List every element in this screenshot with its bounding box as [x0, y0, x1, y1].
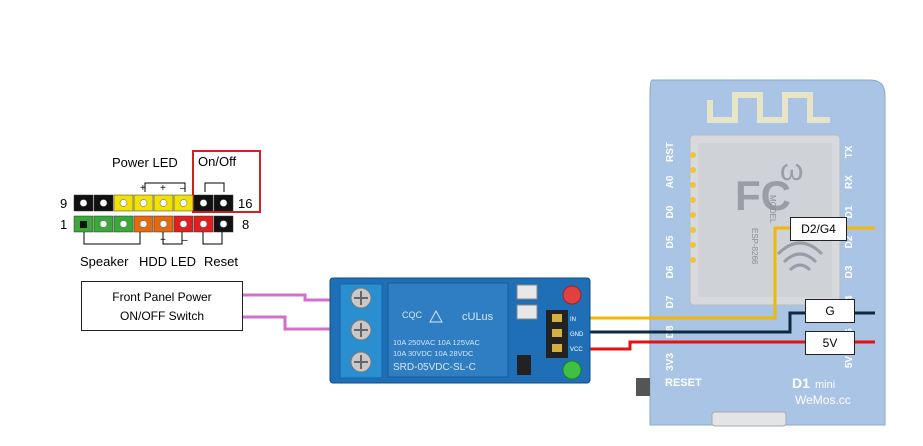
- relay-pin-vcc: VCC: [570, 347, 583, 353]
- status-led: [562, 360, 582, 380]
- board-left-pin-label: D6: [665, 265, 676, 278]
- brand-wemos: WeMos.cc: [795, 393, 851, 407]
- header-row-bottom: [73, 215, 234, 233]
- board-left-pin-label: D7: [665, 295, 676, 308]
- board-right-pin-label: D1: [844, 205, 855, 218]
- relay-spec-2: 10A 30VDC 10A 28VDC: [393, 349, 474, 358]
- board-left-pin-label: RST: [665, 142, 676, 162]
- on-off-label: On/Off: [198, 154, 236, 169]
- wifi-icon: [776, 241, 824, 272]
- bottom-row-hole: [99, 220, 108, 228]
- reset-label: Reset: [204, 254, 238, 269]
- board-left-pin-label: D0: [665, 205, 676, 218]
- reset-button: [636, 378, 650, 396]
- module-model: MODEL: [768, 195, 777, 224]
- board-left-pin-label: 3V3: [665, 353, 676, 371]
- relay-body: [387, 282, 509, 378]
- g-wire-label: G: [805, 299, 855, 323]
- switch-wire-2: [243, 315, 330, 331]
- board-right-pin-label: 5V: [844, 356, 855, 369]
- top-row-hole: [179, 199, 188, 207]
- switch-box-line1: Front Panel Power: [112, 290, 212, 304]
- board-right-pin-label: D3: [844, 265, 855, 278]
- 5v-wire-label: 5V: [805, 331, 855, 355]
- hdd-minus: –: [182, 235, 188, 246]
- bottom-row-hole: [159, 220, 168, 228]
- top-row-hole: [139, 199, 148, 207]
- pin-16-label: 16: [238, 196, 252, 211]
- top-row-hole: [99, 199, 108, 207]
- antenna-trace: [707, 92, 830, 123]
- power-minus: –: [180, 183, 186, 194]
- bottom-row-hole: [199, 220, 208, 228]
- brand-d1: D1: [792, 375, 810, 391]
- header-brackets-bottom: [83, 232, 223, 245]
- top-row-hole: [219, 199, 228, 207]
- power-plus-2: +: [160, 183, 166, 194]
- relay-model: SRD-05VDC-SL-C: [393, 362, 476, 373]
- wires: [243, 226, 875, 351]
- power-plus-1: +: [140, 183, 146, 194]
- resistor: [516, 284, 538, 300]
- board-right-pin-label: D2: [844, 235, 855, 248]
- usb-connector: [711, 411, 787, 427]
- header-brackets-top: [144, 182, 225, 192]
- bottom-row-hole: [139, 220, 148, 228]
- bottom-row-hole: [179, 220, 188, 228]
- board-reset-label: RESET: [665, 377, 702, 389]
- board-right-pin-label: TX: [844, 145, 855, 158]
- front-panel-header: Power LED On/Off + + – 9 1 16 8 + – Spea…: [60, 150, 261, 269]
- top-row-hole: [119, 199, 128, 207]
- terminal-screws: [350, 287, 372, 373]
- hdd-led-label: HDD LED: [139, 254, 196, 269]
- switch-wire-1: [243, 293, 330, 302]
- module-name: ESP-8266: [750, 228, 759, 265]
- diode: [517, 355, 531, 375]
- top-row-hole: [199, 199, 208, 207]
- top-row-hole: [159, 199, 168, 207]
- header-row-top: [73, 194, 234, 212]
- front-panel-switch-box: Front Panel Power ON/OFF Switch: [81, 281, 243, 331]
- pin-9-label: 9: [60, 196, 67, 211]
- relay-spec-1: 10A 250VAC 10A 125VAC: [393, 338, 480, 347]
- w-logo: ω: [780, 154, 803, 187]
- pin-pads: [690, 152, 696, 263]
- hdd-plus: +: [160, 235, 166, 246]
- pin-1-label: 1: [60, 217, 67, 232]
- bottom-row-hole: [119, 220, 128, 228]
- d2-wire-label: D2/G4: [790, 217, 847, 241]
- power-led-label: Power LED: [112, 155, 178, 170]
- bottom-row-hole: [219, 220, 228, 228]
- cqc-logo: CQC: [402, 310, 423, 320]
- board-right-pin-label: RX: [844, 175, 855, 189]
- top-row-hole: [79, 199, 88, 207]
- warning-icon: [429, 309, 443, 323]
- signal-wire: [590, 226, 790, 320]
- power-wire: [590, 340, 805, 351]
- switch-box-line2: ON/OFF Switch: [119, 309, 204, 323]
- transistor: [516, 304, 538, 320]
- bottom-row-hole: [80, 221, 87, 228]
- relay-pin-in: IN: [570, 317, 576, 323]
- relay-module: CQC cULus 10A 250VAC 10A 125VAC 10A 30VD…: [329, 277, 591, 384]
- brand-mini: mini: [815, 379, 835, 391]
- pin-8-label: 8: [242, 217, 249, 232]
- ul-logo: cULus: [462, 311, 494, 323]
- power-led: [562, 285, 582, 305]
- relay-pin-gnd: GND: [570, 332, 584, 338]
- fc-logo: FC: [735, 172, 791, 219]
- board-left-pin-label: D5: [665, 235, 676, 248]
- board-left-pin-label: A0: [665, 175, 676, 188]
- ground-wire: [590, 311, 805, 334]
- on-off-highlight: [192, 150, 261, 213]
- speaker-label: Speaker: [80, 254, 129, 269]
